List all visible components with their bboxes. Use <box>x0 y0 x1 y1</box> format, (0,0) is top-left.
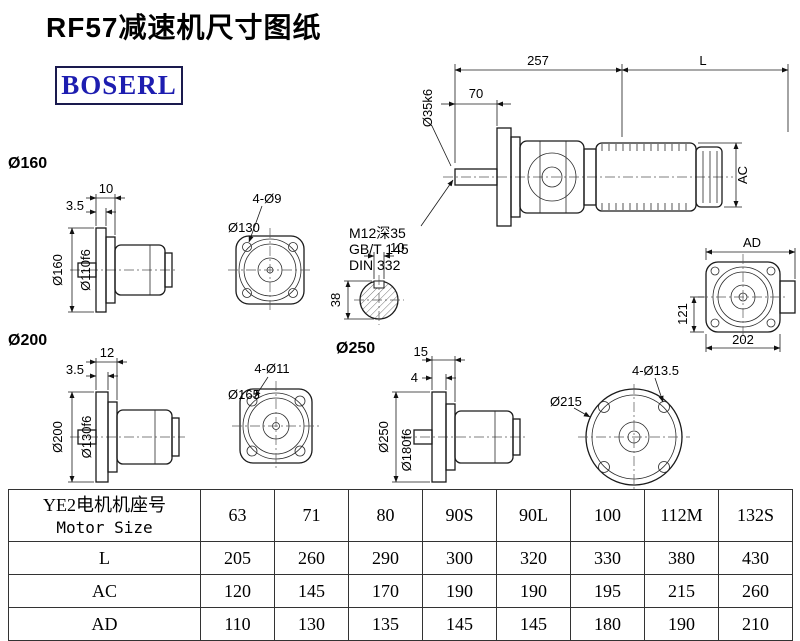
dim-spigot-dia-180: Ø180f6 <box>399 429 414 472</box>
table-row-L: L 205 260 290 300 320 330 380 430 <box>8 541 793 575</box>
motor-size-cell: 100 <box>570 489 645 542</box>
series250-label: Ø250 <box>336 340 375 357</box>
dim-10: 10 <box>99 181 113 196</box>
dim-cell: 135 <box>348 607 423 641</box>
dim-shaft-diameter: Ø35k6 <box>420 89 435 127</box>
dim-cell: 320 <box>496 541 571 575</box>
motor-size-header-en: Motor Size <box>56 517 153 537</box>
dim-3-5b: 3.5 <box>66 362 84 377</box>
dim-cell: 260 <box>274 541 349 575</box>
dimension-table: YE2电机机座号 Motor Size 63 71 80 90S 90L 100… <box>8 489 793 641</box>
dim-cell: 380 <box>644 541 719 575</box>
dim-cell: 120 <box>200 574 275 608</box>
series160-side-view: Ø160 10 3.5 Ø160 Ø110f6 <box>8 155 178 313</box>
gearbox-160 <box>114 244 166 296</box>
dim-121: 121 <box>675 303 690 325</box>
dim-flange-dia-130: Ø130 <box>228 220 260 235</box>
dim-spigot-dia-110: Ø110f6 <box>78 249 93 291</box>
motor-size-header-cell: YE2电机机座号 Motor Size <box>8 489 201 542</box>
shaft-section-view: 10 38 <box>328 240 404 325</box>
brand-logo: BOSERL <box>55 66 183 105</box>
note-tapped-hole: M12深35 <box>349 225 406 241</box>
row-label-AD: AD <box>8 607 201 641</box>
dim-12: 12 <box>100 345 114 360</box>
dim-4: 4 <box>411 370 418 385</box>
dim-cell: 430 <box>718 541 793 575</box>
motor-size-cell: 80 <box>348 489 423 542</box>
dim-cell: 145 <box>422 607 497 641</box>
dim-cell: 145 <box>274 574 349 608</box>
table-header-row: YE2电机机座号 Motor Size 63 71 80 90S 90L 100… <box>8 489 793 542</box>
series160-label: Ø160 <box>8 155 47 172</box>
dim-257: 257 <box>527 53 549 68</box>
motor-size-cell: 112M <box>644 489 719 542</box>
motor-size-cell: 63 <box>200 489 275 542</box>
dim-cell: 180 <box>570 607 645 641</box>
dim-15: 15 <box>414 344 428 359</box>
dim-cell: 215 <box>644 574 719 608</box>
dim-202: 202 <box>732 332 754 347</box>
main-assembly-view: 257 L 70 Ø35k6 AC M12深35 GB/T 145 DIN 33… <box>349 53 789 273</box>
dim-cell: 170 <box>348 574 423 608</box>
page-title: RF57减速机尺寸图纸 <box>46 12 322 43</box>
dim-cell: 190 <box>422 574 497 608</box>
dim-cell: 290 <box>348 541 423 575</box>
dim-L: L <box>699 53 706 68</box>
series250-flange-view: 4-Ø13.5 Ø215 <box>550 363 690 489</box>
dim-3-5: 3.5 <box>66 198 84 213</box>
dim-cell: 195 <box>570 574 645 608</box>
dim-flange-dia-160: Ø160 <box>50 254 65 286</box>
dim-38: 38 <box>328 293 343 307</box>
motor-size-cell: 90S <box>422 489 497 542</box>
motor-size-cell: 71 <box>274 489 349 542</box>
series200-flange-view: 4-Ø11 Ø165 <box>228 361 320 471</box>
dim-cell: 210 <box>718 607 793 641</box>
terminal-box <box>779 280 796 314</box>
dim-cell: 130 <box>274 607 349 641</box>
dim-flange-holes-9: 4-Ø9 <box>253 191 282 206</box>
motor-rear-view: AD 121 202 <box>675 235 796 352</box>
dim-AD: AD <box>743 235 761 250</box>
dim-flange-dia-165: Ø165 <box>228 387 260 402</box>
series200-side-view: Ø200 12 3.5 Ø200 Ø130f6 <box>8 332 185 483</box>
table-row-AC: AC 120 145 170 190 190 195 215 260 <box>8 574 793 608</box>
dim-cell: 330 <box>570 541 645 575</box>
dim-cell: 190 <box>496 574 571 608</box>
dim-cell: 300 <box>422 541 497 575</box>
table-row-AD: AD 110 130 135 145 145 180 190 210 <box>8 607 793 641</box>
series200-label: Ø200 <box>8 332 47 349</box>
dim-AC: AC <box>735 166 750 184</box>
dim-70: 70 <box>469 86 483 101</box>
dim-cell: 145 <box>496 607 571 641</box>
dim-cell: 110 <box>200 607 275 641</box>
dim-flange-dia-250: Ø250 <box>376 421 391 453</box>
motor-size-cell: 132S <box>718 489 793 542</box>
dim-cell: 205 <box>200 541 275 575</box>
dim-flange-dia-215: Ø215 <box>550 394 582 409</box>
fan-cover <box>695 146 723 208</box>
dim-spigot-dia-130: Ø130f6 <box>79 416 94 459</box>
technical-drawing: 257 L 70 Ø35k6 AC M12深35 GB/T 145 DIN 33… <box>8 53 796 489</box>
brand-logo-text: BOSERL <box>61 70 177 100</box>
series250-side-view: Ø250 15 4 Ø250 Ø180f6 <box>336 340 525 483</box>
dim-flange-holes-13-5: 4-Ø13.5 <box>632 363 679 378</box>
dim-cell: 260 <box>718 574 793 608</box>
dim-cell: 190 <box>644 607 719 641</box>
row-label-L: L <box>8 541 201 575</box>
dim-key-width: 10 <box>390 240 404 255</box>
dim-flange-dia-200: Ø200 <box>50 421 65 453</box>
row-label-AC: AC <box>8 574 201 608</box>
motor-size-header-cn: YE2电机机座号 <box>43 494 166 515</box>
note-gb-standard: GB/T 145 <box>349 241 409 257</box>
series160-flange-view: 4-Ø9 Ø130 <box>228 191 312 312</box>
dim-flange-holes-11: 4-Ø11 <box>254 361 289 376</box>
motor-size-cell: 90L <box>496 489 571 542</box>
note-din-standard: DIN 332 <box>349 257 401 273</box>
